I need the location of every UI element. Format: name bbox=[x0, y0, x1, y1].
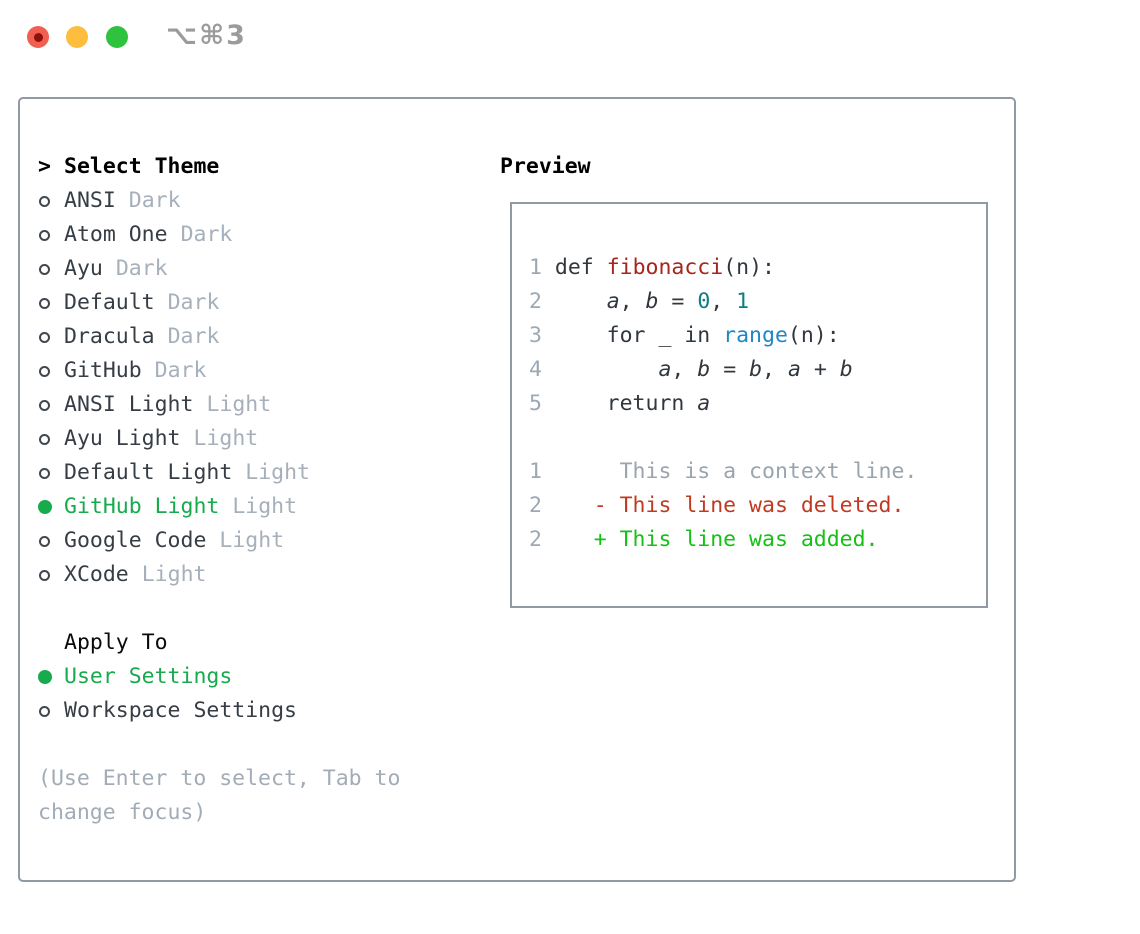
theme-variant-tag: Light bbox=[141, 562, 207, 587]
radio-selected-icon bbox=[38, 670, 52, 684]
theme-variant-tag: Light bbox=[193, 426, 259, 451]
code-line: 2 - This line was deleted. bbox=[529, 493, 905, 518]
radio-icon bbox=[39, 365, 50, 377]
option-label: Workspace Settings bbox=[64, 698, 297, 723]
radio-icon bbox=[39, 535, 50, 547]
theme-option[interactable]: Ayu Dark bbox=[38, 252, 310, 286]
keyboard-hint: (Use Enter to select, Tab to change focu… bbox=[38, 766, 401, 825]
close-button[interactable] bbox=[27, 26, 49, 48]
radio-icon bbox=[39, 399, 50, 411]
option-label: GitHub Light bbox=[64, 494, 220, 519]
option-label: XCode bbox=[64, 562, 129, 587]
theme-variant-tag: Dark bbox=[115, 256, 168, 281]
option-label: Dracula bbox=[64, 324, 155, 349]
theme-option[interactable]: ANSI Dark bbox=[38, 184, 310, 218]
theme-variant-tag: Light bbox=[232, 494, 298, 519]
theme-variant-tag: Light bbox=[245, 460, 311, 485]
theme-option[interactable]: GitHub Light Light bbox=[38, 490, 310, 524]
code-line: 4 a, b = b, a + b bbox=[529, 357, 853, 382]
theme-option[interactable]: ANSI Light Light bbox=[38, 388, 310, 422]
theme-list-header: > Select Theme bbox=[38, 150, 310, 184]
radio-icon bbox=[39, 705, 50, 717]
code-line: 2 a, b = 0, 1 bbox=[529, 289, 750, 314]
theme-option[interactable]: Dracula Dark bbox=[38, 320, 310, 354]
theme-list-title: Select Theme bbox=[64, 154, 220, 179]
radio-selected-icon bbox=[38, 500, 52, 514]
code-line bbox=[529, 421, 986, 455]
theme-option[interactable]: Default Dark bbox=[38, 286, 310, 320]
radio-icon bbox=[39, 433, 50, 445]
window-title: ⌥⌘3 bbox=[166, 20, 247, 51]
option-label: Google Code bbox=[64, 528, 207, 553]
radio-icon bbox=[39, 195, 50, 207]
preview-pane: 1 def fibonacci(n): 2 a, b = 0, 1 3 for _ … bbox=[510, 202, 988, 608]
theme-variant-tag: Dark bbox=[167, 324, 220, 349]
radio-icon bbox=[39, 467, 50, 479]
theme-variant-tag: Light bbox=[206, 392, 272, 417]
apply-to-title: Apply To bbox=[64, 630, 168, 655]
theme-variant-tag: Dark bbox=[154, 358, 207, 383]
code-line: 5 return a bbox=[529, 391, 711, 416]
apply-to-option[interactable]: Workspace Settings bbox=[38, 694, 297, 728]
option-label: Ayu Light bbox=[64, 426, 181, 451]
option-label: User Settings bbox=[64, 664, 233, 689]
theme-option[interactable]: XCode Light bbox=[38, 558, 310, 592]
radio-icon bbox=[39, 229, 50, 241]
theme-option[interactable]: Atom One Dark bbox=[38, 218, 310, 252]
window-titlebar: ⌥⌘3 bbox=[0, 0, 1140, 74]
theme-option[interactable]: Default Light Light bbox=[38, 456, 310, 490]
theme-variant-tag: Dark bbox=[128, 188, 181, 213]
option-label: Ayu bbox=[64, 256, 103, 281]
theme-option[interactable]: GitHub Dark bbox=[38, 354, 310, 388]
close-button-dot bbox=[33, 32, 43, 42]
option-label: Default Light bbox=[64, 460, 233, 485]
option-label: Default bbox=[64, 290, 155, 315]
preview-title: Preview bbox=[500, 154, 591, 179]
code-line: 2 + This line was added. bbox=[529, 527, 879, 552]
apply-to-option[interactable]: User Settings bbox=[38, 660, 297, 694]
prompt-icon: > bbox=[38, 154, 51, 179]
code-preview: 1 def fibonacci(n): 2 a, b = 0, 1 3 for _ … bbox=[512, 204, 986, 557]
option-label: ANSI bbox=[64, 188, 116, 213]
theme-variant-tag: Dark bbox=[167, 290, 220, 315]
theme-variant-tag: Light bbox=[219, 528, 285, 553]
radio-icon bbox=[39, 263, 50, 275]
code-line: 1 This is a context line. bbox=[529, 459, 918, 484]
theme-option[interactable]: Google Code Light bbox=[38, 524, 310, 558]
theme-option[interactable]: Ayu Light Light bbox=[38, 422, 310, 456]
theme-variant-tag: Dark bbox=[180, 222, 233, 247]
option-label: Atom One bbox=[64, 222, 168, 247]
code-line: 3 for _ in range(n): bbox=[529, 323, 840, 348]
option-label: ANSI Light bbox=[64, 392, 194, 417]
radio-icon bbox=[39, 331, 50, 343]
radio-icon bbox=[39, 569, 50, 581]
option-label: GitHub bbox=[64, 358, 142, 383]
radio-icon bbox=[39, 297, 50, 309]
code-line: 1 def fibonacci(n): bbox=[529, 255, 775, 280]
zoom-button[interactable] bbox=[106, 26, 128, 48]
minimize-button[interactable] bbox=[66, 26, 88, 48]
